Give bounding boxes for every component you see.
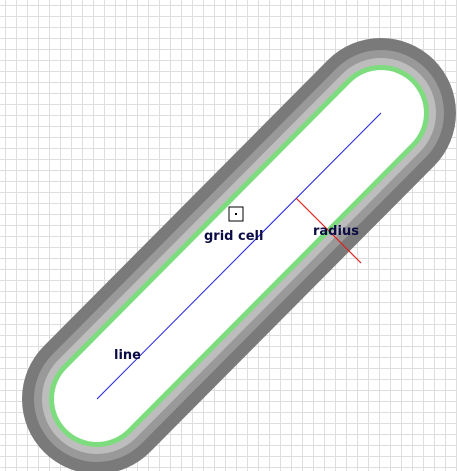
radius-label: radius (313, 224, 359, 239)
grid-cell-marker (228, 206, 244, 222)
grid-cell-label: grid cell (204, 229, 263, 244)
center-line (96, 112, 382, 400)
line-label: line (114, 348, 141, 363)
radius-line (295, 197, 362, 264)
